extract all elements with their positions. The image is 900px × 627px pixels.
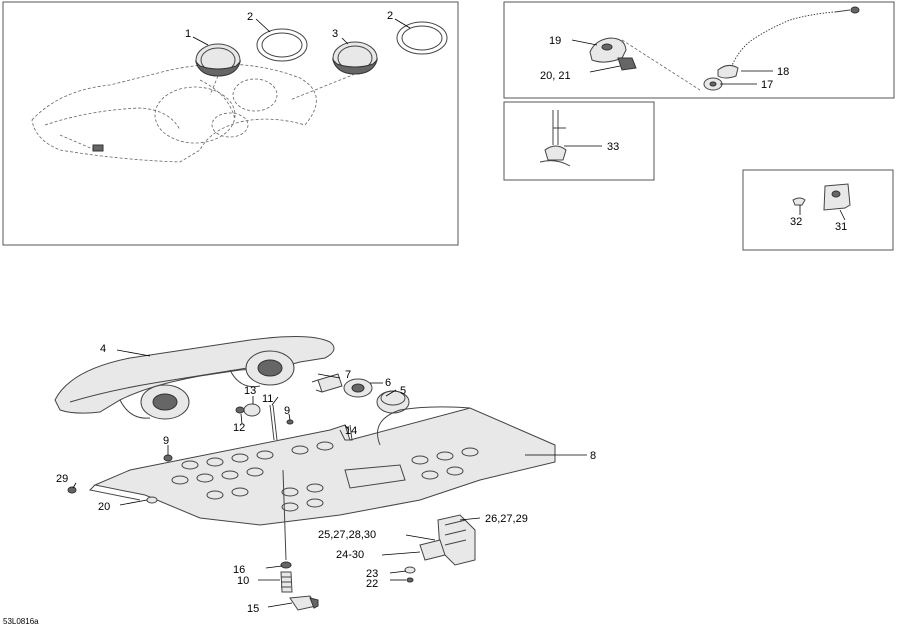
callout-12: 12 bbox=[233, 422, 245, 434]
callout-15: 15 bbox=[247, 603, 259, 615]
gauge-1 bbox=[194, 43, 242, 77]
housing-4 bbox=[54, 335, 335, 420]
support-plate-8 bbox=[88, 406, 556, 526]
callout-16: 16 bbox=[233, 564, 245, 576]
callout-4: 4 bbox=[100, 343, 106, 355]
bezel-2a bbox=[256, 28, 308, 62]
callout-31: 31 bbox=[835, 221, 847, 233]
grommet-13 bbox=[243, 403, 261, 417]
callout-10: 10 bbox=[237, 575, 249, 587]
callout-20-21: 20, 21 bbox=[540, 70, 571, 82]
bezel-2b bbox=[396, 21, 448, 55]
lanyard-switch bbox=[589, 37, 637, 71]
callout-8: 8 bbox=[590, 450, 596, 462]
callout-19: 19 bbox=[549, 35, 561, 47]
drawing-code: 53L0816a bbox=[3, 617, 39, 626]
lanyard-panel: 19 20, 21 18 17 bbox=[503, 1, 895, 99]
callout-2a: 2 bbox=[247, 11, 253, 23]
clip-20 bbox=[146, 496, 158, 504]
callout-24-30: 24-30 bbox=[336, 549, 364, 561]
callout-9b: 9 bbox=[163, 435, 169, 447]
harness-panel: 33 bbox=[503, 101, 655, 181]
callout-33: 33 bbox=[607, 141, 619, 153]
lanyard-key-18 bbox=[717, 64, 739, 79]
screw-11 bbox=[269, 404, 278, 441]
callout-32: 32 bbox=[790, 216, 802, 228]
callout-11: 11 bbox=[262, 393, 273, 405]
lanyard-clip-17 bbox=[703, 77, 723, 91]
bulb-socket-7 bbox=[311, 373, 343, 393]
callout-13: 13 bbox=[244, 385, 256, 397]
callout-18: 18 bbox=[777, 66, 789, 78]
connector-block bbox=[404, 514, 476, 583]
callout-1: 1 bbox=[185, 28, 191, 40]
screw-29 bbox=[67, 486, 77, 494]
callout-6: 6 bbox=[385, 377, 391, 389]
instrument-assembly: 4 7 6 5 13 11 9 12 14 9 8 29 20 26,27,29… bbox=[54, 335, 596, 615]
callout-29: 29 bbox=[56, 473, 68, 485]
socket-6 bbox=[343, 378, 373, 398]
callout-20: 20 bbox=[98, 501, 110, 513]
callout-23: 23 bbox=[366, 568, 378, 580]
callout-3: 3 bbox=[332, 28, 338, 40]
callout-22: 22 bbox=[366, 578, 378, 590]
callout-7: 7 bbox=[345, 369, 351, 381]
gauge-3 bbox=[331, 41, 379, 75]
nut-16 bbox=[280, 561, 292, 569]
callout-14: 14 bbox=[345, 425, 357, 437]
callout-26-27-29: 26,27,29 bbox=[485, 513, 528, 525]
bracket-panel: 32 31 bbox=[742, 169, 894, 251]
callout-9a: 9 bbox=[284, 405, 290, 417]
callout-17: 17 bbox=[761, 79, 773, 91]
wire bbox=[282, 469, 287, 561]
callout-5: 5 bbox=[400, 385, 406, 397]
callout-2b: 2 bbox=[387, 10, 393, 22]
callout-25-27-28-30: 25,27,28,30 bbox=[318, 529, 376, 541]
gauge-cluster-panel: 1 2 3 2 bbox=[2, 1, 459, 246]
nut-12 bbox=[235, 406, 245, 414]
